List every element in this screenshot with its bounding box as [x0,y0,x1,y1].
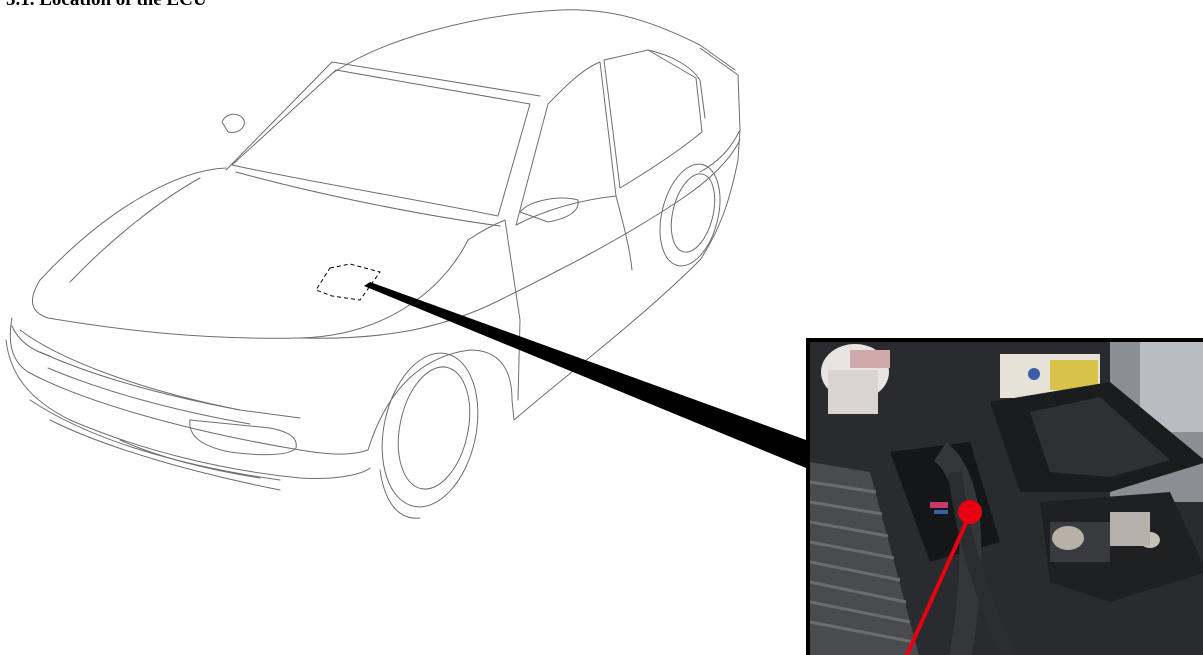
callout-leader [364,282,806,468]
car-windshield [232,70,530,216]
car-headlight [190,420,297,455]
car-side-window-front [516,62,616,225]
ecu-photo [806,338,1203,655]
car-hood [32,168,468,338]
car-grille [40,352,240,410]
callout-line [905,514,970,655]
ecu-callout [810,342,1203,655]
callout-dot [958,500,982,524]
car-illustration [6,10,740,518]
ecu-location-marker [316,264,380,300]
car-rear-wheel [650,158,729,272]
car-front-wheel [369,344,491,518]
